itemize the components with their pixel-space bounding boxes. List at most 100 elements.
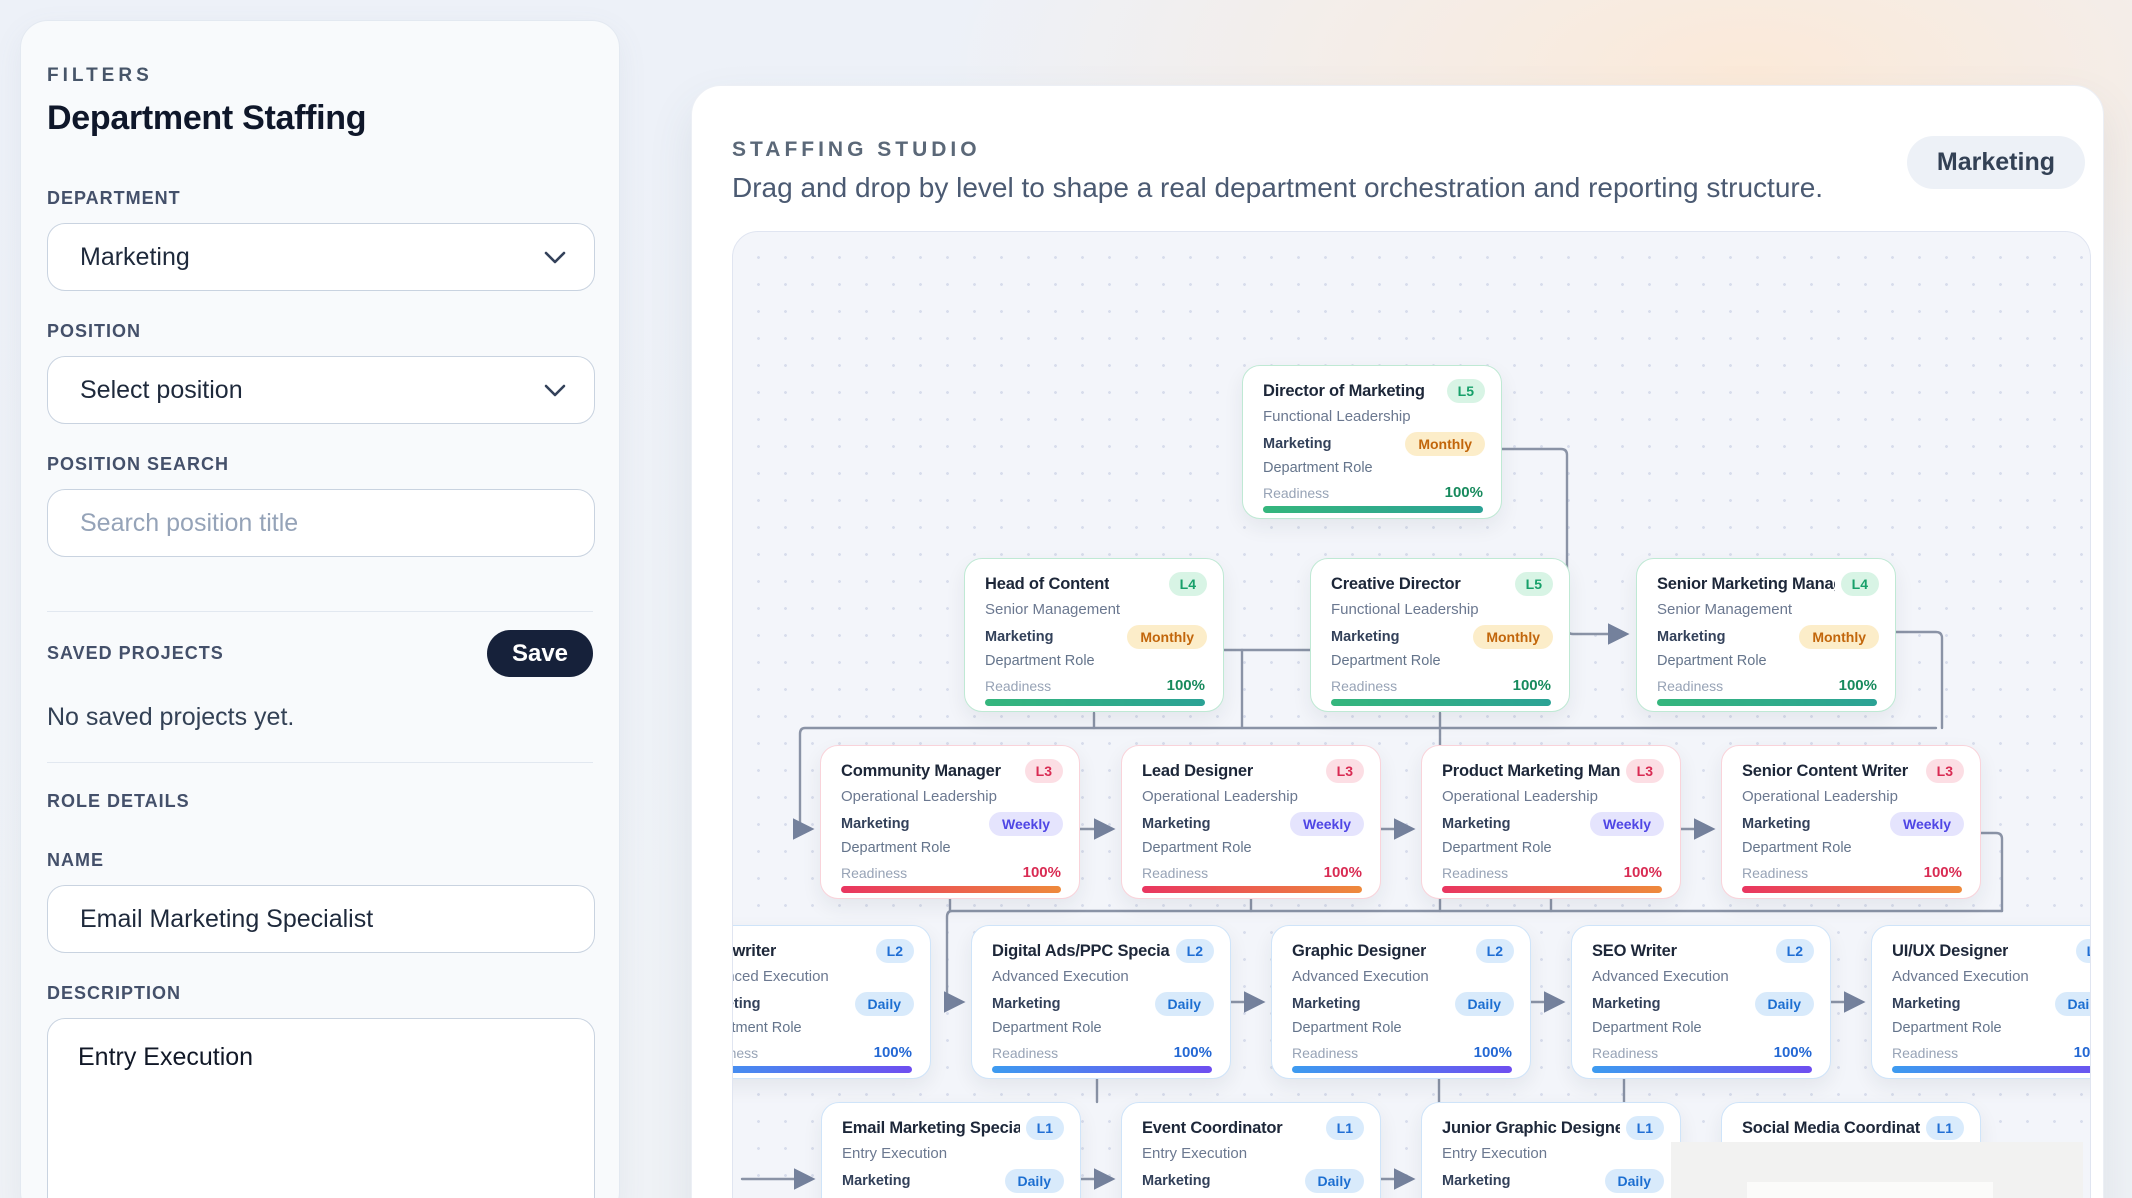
org-card-role-line: Department Role bbox=[1892, 1020, 2002, 1036]
org-card-title: Director of Marketing bbox=[1263, 381, 1425, 400]
org-card-department: Marketing bbox=[733, 996, 761, 1012]
org-card-community-manager[interactable]: Community Manager L3 Operational Leaders… bbox=[820, 745, 1080, 899]
level-badge: L4 bbox=[1840, 572, 1879, 596]
save-button[interactable]: Save bbox=[487, 630, 593, 677]
org-card-department: Marketing bbox=[1331, 629, 1400, 645]
org-card-tier: Advanced Execution bbox=[1592, 968, 1729, 985]
org-card-tier: Functional Leadership bbox=[1331, 601, 1479, 618]
org-card-graphic-designer[interactable]: Graphic Designer L2 Advanced Execution M… bbox=[1271, 925, 1531, 1079]
sidebar-title: Department Staffing bbox=[47, 99, 367, 137]
org-card-title: Digital Ads/PPC Specialist bbox=[992, 941, 1170, 960]
org-card-email-marketing-specialist[interactable]: Email Marketing Specialist L1 Entry Exec… bbox=[821, 1102, 1081, 1198]
org-card-junior-graphic-designer[interactable]: Junior Graphic Designer L1 Entry Executi… bbox=[1421, 1102, 1681, 1198]
org-card-ui-ux-designer[interactable]: UI/UX Designer L2 Advanced Execution Mar… bbox=[1871, 925, 2090, 1079]
org-card-head-of-content[interactable]: Head of Content L4 Senior Management Mar… bbox=[964, 558, 1224, 712]
position-search-label: POSITION SEARCH bbox=[47, 454, 230, 474]
org-card-tier: Entry Execution bbox=[842, 1145, 948, 1162]
org-card-event-coordinator[interactable]: Event Coordinator L1 Entry Execution Mar… bbox=[1121, 1102, 1381, 1198]
readiness-label: Readiness bbox=[1292, 1044, 1359, 1061]
org-card-tier: Advanced Execution bbox=[1292, 968, 1429, 985]
role-name-input[interactable] bbox=[47, 885, 595, 953]
department-select[interactable]: Marketing bbox=[47, 223, 595, 291]
readiness-label: Readiness bbox=[1592, 1044, 1659, 1061]
readiness-bar bbox=[1742, 886, 1962, 893]
org-card-department: Marketing bbox=[1657, 629, 1726, 645]
org-card-title: Community Manager bbox=[841, 761, 1001, 780]
level-badge: L1 bbox=[1325, 1116, 1364, 1140]
org-card-title: Lead Designer bbox=[1142, 761, 1254, 780]
cadence-badge: Weekly bbox=[1890, 812, 1964, 836]
org-card-department: Marketing bbox=[1292, 996, 1361, 1012]
org-card-role-line: Department Role bbox=[732, 1020, 802, 1036]
cadence-badge: Daily bbox=[1004, 1169, 1064, 1193]
org-card-copywriter[interactable]: Copywriter L2 Advanced Execution Marketi… bbox=[732, 925, 931, 1079]
readiness-bar bbox=[1263, 506, 1483, 513]
org-card-title: Graphic Designer bbox=[1292, 941, 1427, 960]
chevron-down-icon bbox=[544, 251, 566, 263]
org-card-role-line: Department Role bbox=[1592, 1020, 1702, 1036]
org-card-department: Marketing bbox=[992, 996, 1061, 1012]
org-card-tier: Operational Leadership bbox=[841, 788, 997, 805]
role-description-textarea[interactable]: Entry Execution bbox=[47, 1018, 595, 1198]
org-card-director-of-marketing[interactable]: Director of Marketing L5 Functional Lead… bbox=[1242, 365, 1502, 519]
org-card-department: Marketing bbox=[985, 629, 1054, 645]
readiness-value: 100% bbox=[1773, 1044, 1812, 1061]
org-card-lead-designer[interactable]: Lead Designer L3 Operational Leadership … bbox=[1121, 745, 1381, 899]
org-card-title: Event Coordinator bbox=[1142, 1118, 1283, 1137]
readiness-label: Readiness bbox=[1892, 1044, 1959, 1061]
readiness-label: Readiness bbox=[1742, 864, 1809, 881]
department-label: DEPARTMENT bbox=[47, 188, 181, 208]
readiness-value: 100% bbox=[1512, 677, 1551, 694]
org-card-seo-writer[interactable]: SEO Writer L2 Advanced Execution Marketi… bbox=[1571, 925, 1831, 1079]
readiness-bar bbox=[1292, 1066, 1512, 1073]
cadence-badge: Daily bbox=[1604, 1169, 1664, 1193]
org-card-title: Junior Graphic Designer bbox=[1442, 1118, 1620, 1137]
level-badge: L1 bbox=[1025, 1116, 1064, 1140]
saved-projects-empty-text: No saved projects yet. bbox=[47, 703, 295, 731]
readiness-label: Readiness bbox=[1331, 677, 1398, 694]
cadence-badge: Weekly bbox=[989, 812, 1063, 836]
org-card-role-line: Department Role bbox=[992, 1020, 1102, 1036]
org-card-department: Marketing bbox=[1142, 1173, 1211, 1189]
cadence-badge: Daily bbox=[1754, 992, 1814, 1016]
readiness-value: 100% bbox=[1623, 864, 1662, 881]
cadence-badge: Monthly bbox=[1405, 432, 1485, 456]
org-card-department: Marketing bbox=[1142, 816, 1211, 832]
org-card-title: UI/UX Designer bbox=[1892, 941, 2009, 960]
org-connectors bbox=[740, 447, 2004, 1190]
org-card-title: Social Media Coordinator bbox=[1742, 1118, 1920, 1137]
org-card-role-line: Department Role bbox=[1442, 840, 1552, 856]
org-card-role-line: Department Role bbox=[1292, 1020, 1402, 1036]
org-card-creative-director[interactable]: Creative Director L5 Functional Leadersh… bbox=[1310, 558, 1570, 712]
org-card-role-line: Department Role bbox=[1142, 840, 1252, 856]
readiness-value: 100% bbox=[1323, 864, 1362, 881]
cadence-badge: Daily bbox=[1154, 992, 1214, 1016]
org-card-product-marketing-manager[interactable]: Product Marketing Manager L3 Operational… bbox=[1421, 745, 1681, 899]
cadence-badge: Daily bbox=[854, 992, 914, 1016]
level-badge: L4 bbox=[1168, 572, 1207, 596]
readiness-value: 100% bbox=[1444, 484, 1483, 501]
readiness-bar bbox=[992, 1066, 1212, 1073]
cadence-badge: Monthly bbox=[1473, 625, 1553, 649]
studio-subtitle: Drag and drop by level to shape a real d… bbox=[732, 172, 1824, 203]
org-card-digital-ads-ppc-specialist[interactable]: Digital Ads/PPC Specialist L2 Advanced E… bbox=[971, 925, 1231, 1079]
org-chart-canvas[interactable]: Director of Marketing L5 Functional Lead… bbox=[732, 231, 2091, 1198]
org-card-tier: Advanced Execution bbox=[733, 968, 829, 985]
readiness-value: 100% bbox=[1838, 677, 1877, 694]
org-card-senior-marketing-manager[interactable]: Senior Marketing Manager L4 Senior Manag… bbox=[1636, 558, 1896, 712]
org-card-senior-content-writer[interactable]: Senior Content Writer L3 Operational Lea… bbox=[1721, 745, 1981, 899]
level-badge: L3 bbox=[1024, 759, 1063, 783]
position-search-input[interactable] bbox=[47, 489, 595, 557]
position-select[interactable]: Select position bbox=[47, 356, 595, 424]
staffing-studio-panel: STAFFING STUDIO Drag and drop by level t… bbox=[691, 85, 2104, 1198]
position-select-value: Select position bbox=[80, 375, 243, 404]
org-card-department: Marketing bbox=[1263, 436, 1332, 452]
filters-sidebar: FILTERS Department Staffing DEPARTMENT M… bbox=[20, 20, 620, 1198]
chevron-down-icon bbox=[544, 384, 566, 396]
readiness-label: Readiness bbox=[992, 1044, 1059, 1061]
position-label: POSITION bbox=[47, 321, 142, 341]
org-card-department: Marketing bbox=[1742, 816, 1811, 832]
org-card-tier: Senior Management bbox=[1657, 601, 1793, 618]
readiness-value: 100% bbox=[1473, 1044, 1512, 1061]
